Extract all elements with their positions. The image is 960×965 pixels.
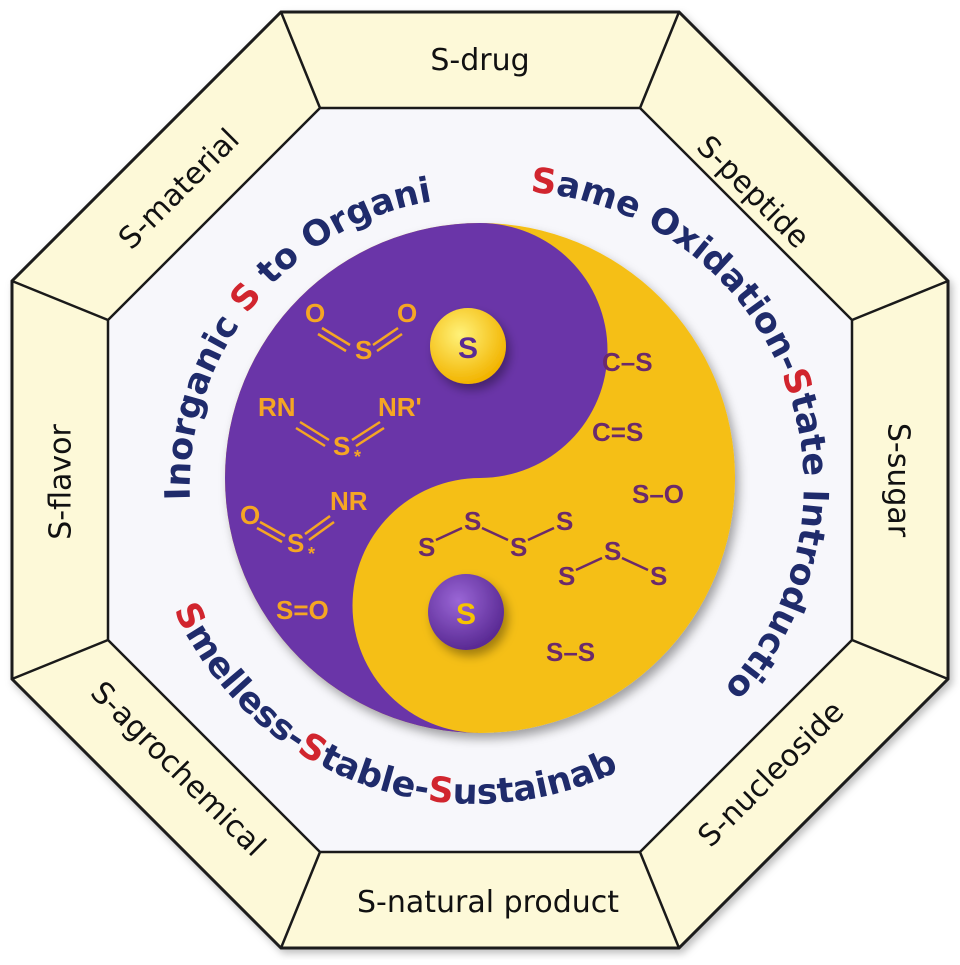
- segment-label-left: S-flavor: [44, 424, 79, 540]
- sdi-left: RN: [258, 392, 296, 422]
- purple-dot-label: S: [456, 598, 476, 631]
- tri-s2: S: [604, 536, 621, 566]
- segment-dividers: [11, 11, 949, 949]
- sulf-bonds: [256, 514, 335, 544]
- so2-bonds: [317, 326, 403, 353]
- yellow-dot-label: S: [458, 332, 478, 365]
- cs-double: C=S: [592, 417, 643, 447]
- tetra-s4: S: [556, 506, 573, 536]
- tetra-s2: S: [464, 506, 481, 536]
- sdi-star: *: [354, 447, 361, 467]
- sulf-star: *: [308, 544, 315, 564]
- yin-yang: [225, 223, 735, 733]
- cs-single: C–S: [602, 347, 653, 377]
- so2-left-o: O: [305, 298, 325, 328]
- ss-disulfide: S–S: [546, 637, 595, 667]
- sulf-nr: NR: [330, 486, 368, 516]
- tetra-bonds: [435, 526, 555, 542]
- inorganic-structures: O O S RN NR' S * O NR S * S=O: [240, 298, 422, 625]
- tri-bonds: [575, 556, 649, 572]
- purple-dot: [428, 574, 504, 650]
- yin-yang-purple-half: [225, 223, 608, 733]
- so-inorganic: S=O: [276, 595, 329, 625]
- tri-s1: S: [558, 561, 575, 591]
- tetra-s3: S: [510, 532, 527, 562]
- segment-label-bottom: S-natural product: [357, 885, 619, 920]
- sdi-bonds: [295, 420, 385, 448]
- organic-structures: C–S C=S S–O S S S S S S S S–S: [418, 347, 684, 667]
- sulf-s: S: [287, 528, 304, 558]
- tetra-s1: S: [418, 532, 435, 562]
- so2-right-o: O: [397, 298, 417, 328]
- so2-s: S: [355, 335, 372, 365]
- sdi-right: NR': [378, 392, 422, 422]
- purple-dot-group: [428, 574, 504, 650]
- sdi-s: S: [333, 431, 350, 461]
- segment-label-right: S-sugar: [881, 423, 916, 538]
- sulf-o: O: [240, 500, 260, 530]
- yellow-dot-group: [430, 308, 506, 384]
- tri-s3: S: [650, 561, 667, 591]
- yellow-dot: [430, 308, 506, 384]
- segment-label-top: S-drug: [430, 43, 529, 78]
- so-organic: S–O: [632, 479, 684, 509]
